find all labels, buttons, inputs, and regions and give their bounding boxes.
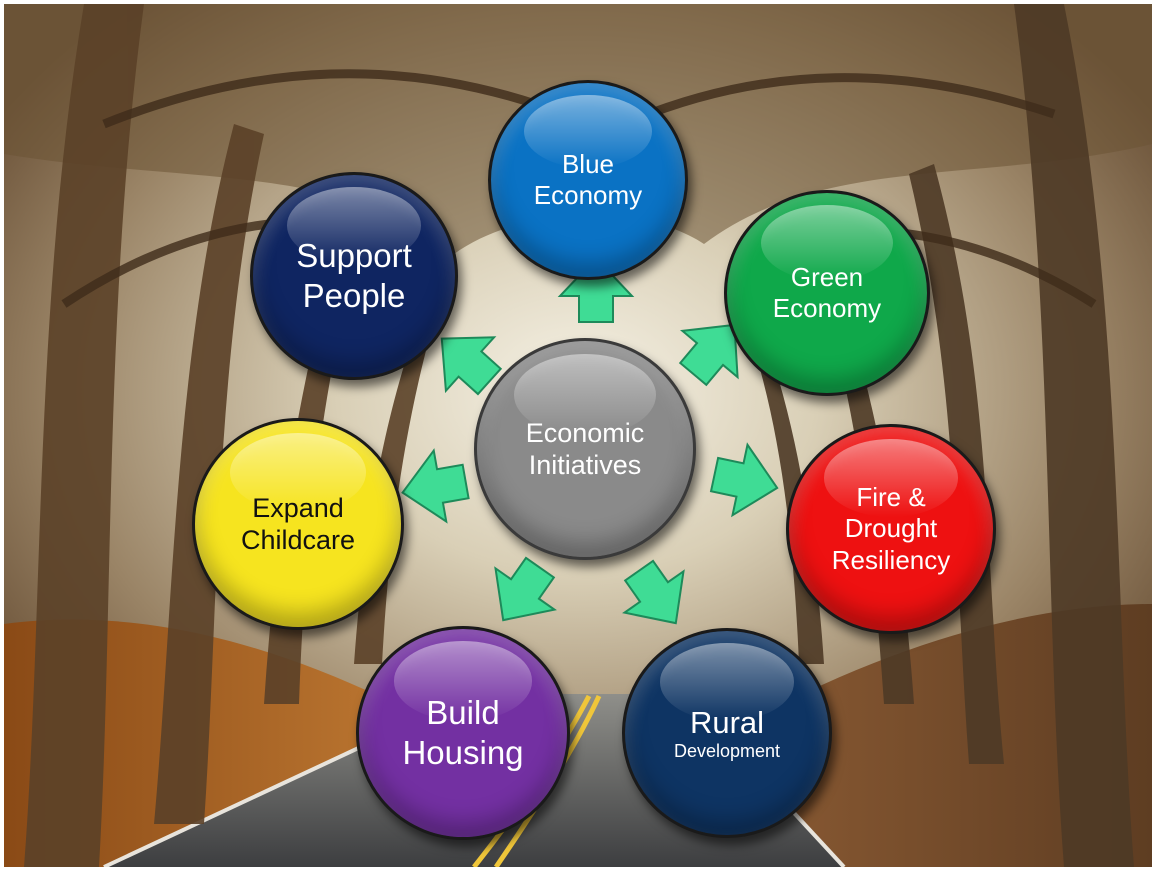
blue-economy-line2: Economy (533, 180, 643, 210)
childcare-line2: Childcare (240, 525, 356, 555)
green-economy-line2: Economy (772, 293, 882, 323)
arrow-to-rural (622, 559, 685, 625)
green-economy-node: Green Economy (724, 190, 930, 396)
green-economy-line1: Green (790, 261, 864, 292)
hub-line1: Economic (525, 417, 645, 448)
arrow-to-support-people (440, 336, 503, 396)
blue-economy-line1: Blue (561, 148, 615, 179)
fire-drought-line1: Fire & (856, 482, 926, 513)
arrow-to-blue-economy (557, 256, 635, 323)
rural-line2: Development (673, 740, 781, 761)
people-line1: Support (296, 237, 412, 275)
arrows (401, 256, 779, 625)
hub-line2: Initiatives (528, 450, 642, 480)
build-housing-node: Build Housing (356, 626, 570, 840)
housing-line2: Housing (402, 734, 524, 771)
housing-line1: Build (426, 694, 500, 732)
fire-drought-resiliency-node: Fire & Drought Resiliency (786, 424, 996, 634)
people-line2: People (302, 277, 406, 314)
fire-drought-line3: Resiliency (831, 544, 951, 575)
rural-line1: Rural (689, 704, 765, 740)
arrow-to-housing (494, 556, 557, 622)
economic-initiatives-hub: Economic Initiatives (474, 338, 696, 560)
arrow-to-green-economy (678, 323, 739, 387)
rural-development-node: Rural Development (622, 628, 832, 838)
expand-childcare-node: Expand Childcare (192, 418, 404, 630)
childcare-line1: Expand (252, 492, 344, 523)
blue-economy-node: Blue Economy (488, 80, 688, 280)
arrow-to-childcare (401, 448, 470, 524)
support-people-node: Support People (250, 172, 458, 380)
fire-drought-line2: Drought (844, 513, 938, 544)
slide: Economic Initiatives Blue Economy Green … (4, 4, 1152, 867)
arrow-to-fire-drought (709, 442, 779, 518)
